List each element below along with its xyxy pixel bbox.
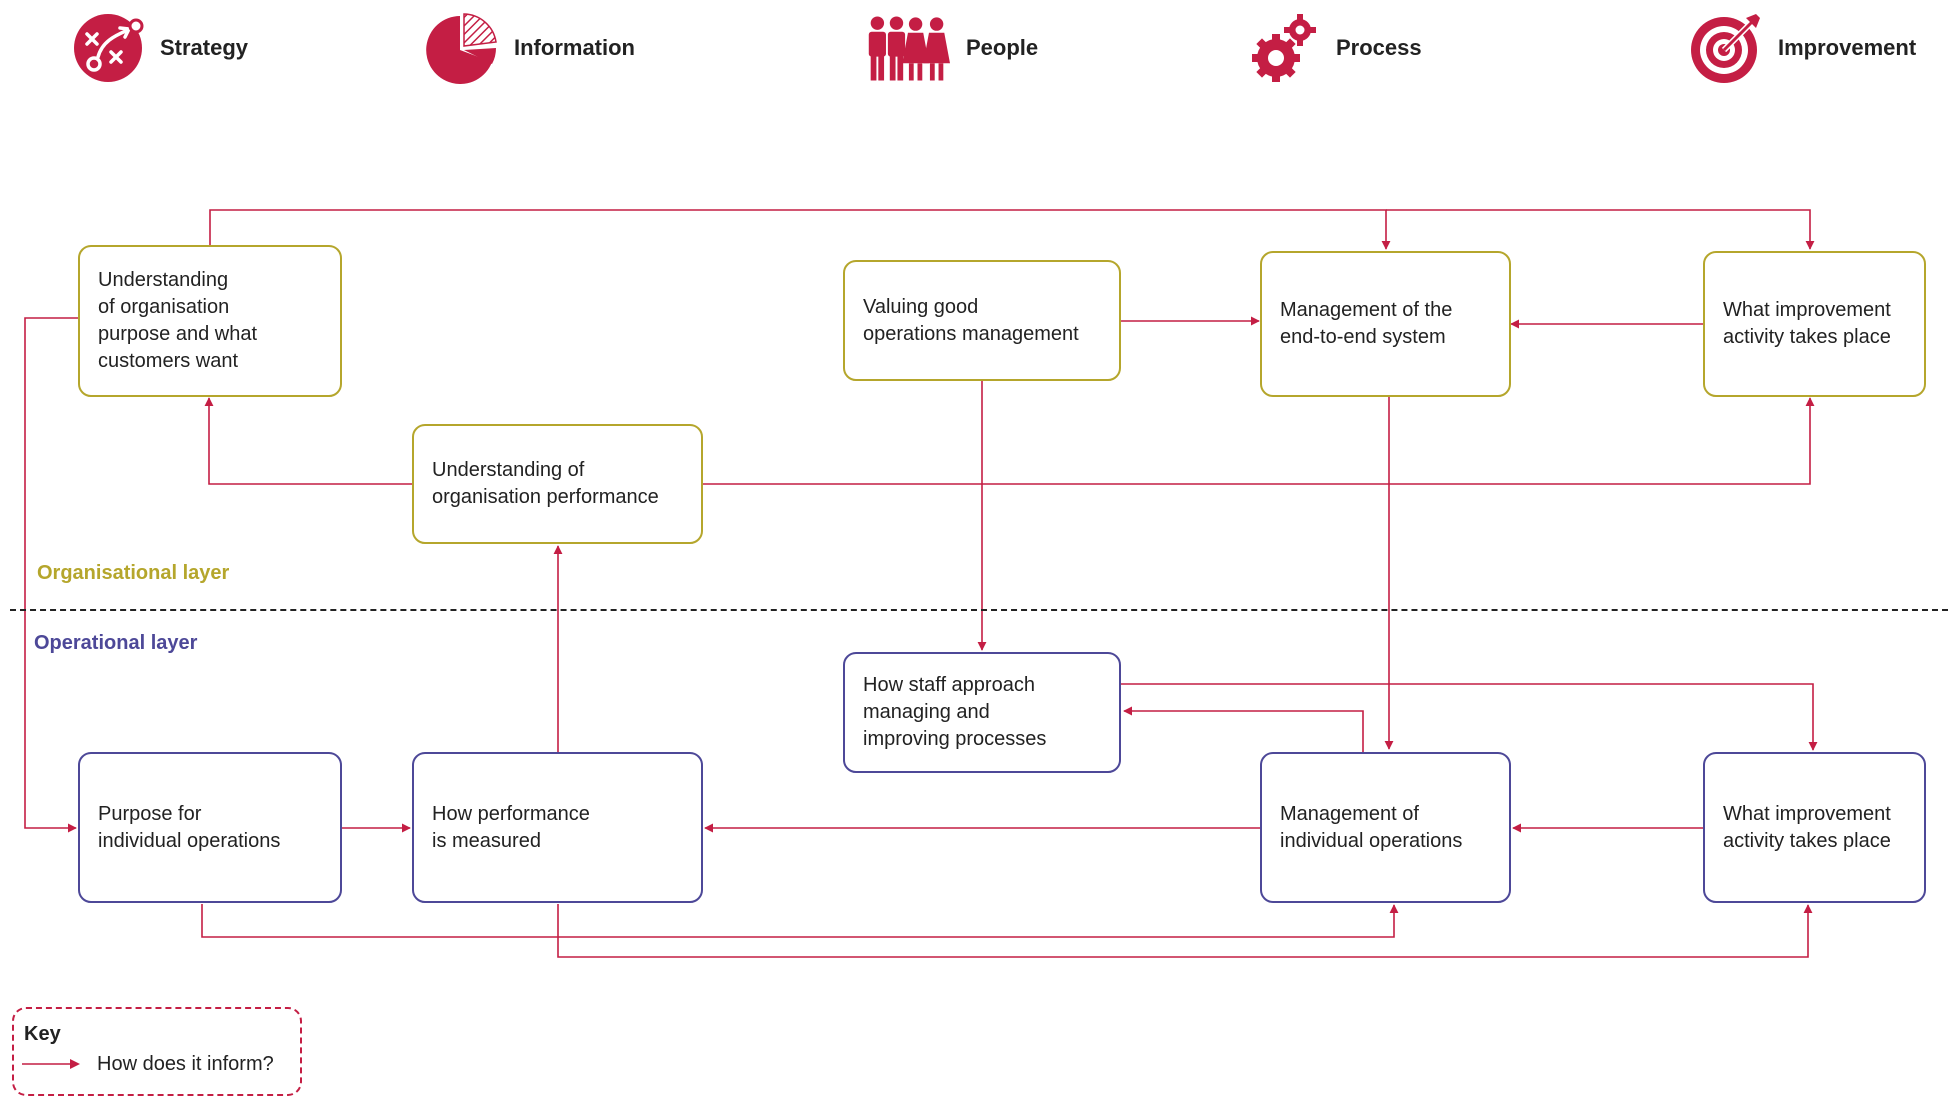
box-valuing-ops-text: Valuing good operations management — [863, 295, 1079, 345]
key-title: Key — [24, 1023, 61, 1045]
arrow-performance-to-org-improvement — [703, 397, 1815, 485]
box-ops-purpose-text: Purpose for individual operations — [98, 802, 281, 852]
box-org-performance-text: Understanding of organisation performanc… — [432, 459, 659, 508]
header-process: Process — [1248, 8, 1422, 88]
box-valuing-ops: Valuing good operations management — [843, 260, 1121, 381]
arrow-ops-purpose-to-individual-ops — [201, 904, 1399, 938]
header-information: Information — [426, 8, 635, 88]
box-org-performance: Understanding of organisation performanc… — [412, 424, 703, 544]
box-ops-improvement: What improvement activity takes place — [1703, 752, 1926, 903]
arrow-purpose-to-e2e — [209, 209, 1391, 250]
key-arrow-icon — [22, 1059, 80, 1069]
box-org-improvement: What improvement activity takes place — [1703, 251, 1926, 397]
box-org-purpose-text: Understanding of organisation purpose an… — [98, 269, 258, 372]
box-org-purpose: Understanding of organisation purpose an… — [78, 245, 342, 397]
box-staff-approach: How staff approach managing and improvin… — [843, 652, 1121, 773]
header-label-process: Process — [1336, 35, 1422, 60]
operational-layer-label: Operational layer — [34, 632, 198, 654]
box-performance-measured-text: How performance is measured — [432, 802, 590, 852]
box-individual-ops-text: Management of individual operations — [1280, 802, 1463, 852]
box-staff-approach-text: How staff approach managing and improvin… — [863, 674, 1047, 750]
arrow-org-purpose-to-ops-purpose — [24, 317, 78, 833]
strategy-icon — [74, 14, 144, 82]
box-e2e-system: Management of the end-to-end system — [1260, 251, 1511, 397]
box-ops-purpose: Purpose for individual operations — [78, 752, 342, 903]
arrow-measured-to-ops-improvement — [557, 904, 1813, 958]
target-icon — [1691, 14, 1760, 83]
header-label-information: Information — [514, 35, 635, 60]
header-label-strategy: Strategy — [160, 35, 249, 60]
box-e2e-system-text: Management of the end-to-end system — [1280, 299, 1453, 348]
people-icon — [868, 16, 950, 81]
box-individual-ops: Management of individual operations — [1260, 752, 1511, 903]
header-people: People — [864, 8, 1038, 88]
box-performance-measured: How performance is measured — [412, 752, 703, 903]
arrow-staff-to-ops-improvement — [1121, 683, 1818, 751]
header-improvement: Improvement — [1690, 8, 1916, 88]
gears-icon — [1252, 14, 1316, 82]
organisational-layer-label: Organisational layer — [37, 562, 230, 584]
layer-divider — [10, 609, 1948, 611]
box-ops-improvement-text: What improvement activity takes place — [1723, 802, 1891, 852]
arrow-performance-to-purpose — [204, 397, 412, 485]
box-org-improvement-text: What improvement activity takes place — [1723, 299, 1891, 348]
key-arrow-meaning: How does it inform? — [97, 1053, 274, 1075]
arrow-individual-ops-to-staff — [1123, 706, 1364, 752]
pie-chart-icon — [426, 13, 497, 84]
arrow-purpose-to-org-improvement — [1386, 209, 1815, 250]
header-strategy: Strategy — [72, 8, 248, 88]
header-label-people: People — [966, 35, 1039, 60]
legend-key: Key How does it inform? — [12, 1007, 302, 1096]
header-label-improvement: Improvement — [1778, 35, 1917, 60]
